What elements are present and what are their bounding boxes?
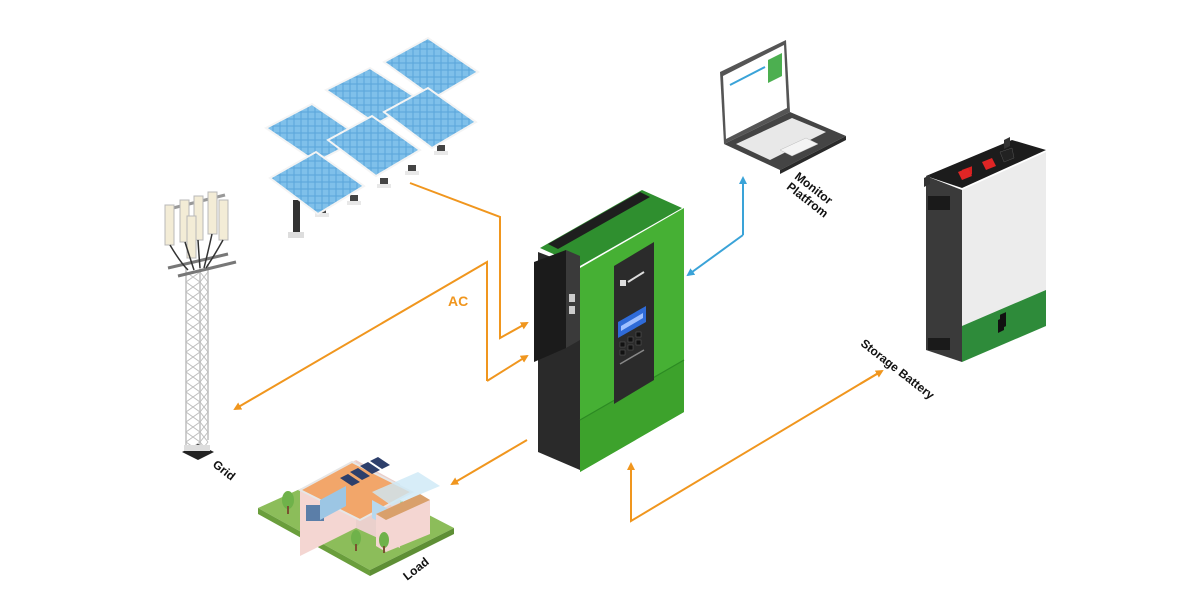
tower-brace — [185, 281, 201, 293]
tower-brace — [199, 271, 209, 283]
tower-brace — [199, 371, 209, 383]
tower-brace — [185, 371, 201, 383]
house-icon — [258, 457, 454, 576]
tower-brace — [185, 341, 201, 353]
tower-brace — [199, 331, 209, 343]
tower-brace — [199, 311, 209, 323]
inverter-to-load-line — [450, 439, 528, 486]
hybrid-inverter-icon[interactable] — [534, 190, 685, 472]
monitor-to-inverter-line — [686, 234, 744, 277]
battery-icon[interactable] — [924, 137, 1046, 362]
tower-brace — [199, 431, 209, 443]
tower-brace — [185, 421, 201, 433]
tower-brace — [199, 401, 209, 413]
tower-brace — [199, 361, 209, 373]
tower-brace — [185, 401, 201, 413]
tower-brace — [199, 321, 209, 333]
tower-brace — [185, 391, 201, 403]
tower-brace — [185, 301, 201, 313]
solar-panel-array-icon — [264, 36, 480, 238]
ac-return-line — [486, 354, 529, 382]
inverter-logo — [620, 271, 645, 286]
ac-label: AC — [448, 293, 469, 309]
tower-brace — [185, 321, 201, 333]
tower-brace — [199, 351, 209, 363]
tower-brace — [185, 411, 201, 423]
battery-arrow-head — [859, 369, 884, 385]
solar-to-inverter-line — [409, 182, 529, 340]
battery-to-inverter-line — [627, 371, 881, 523]
tower-brace — [185, 271, 201, 283]
tower-brace — [199, 391, 209, 403]
tower-brace — [199, 411, 209, 423]
laptop-icon[interactable] — [720, 40, 846, 174]
tower-brace — [185, 381, 201, 393]
tower-brace — [185, 361, 201, 373]
cell-tower-icon — [164, 191, 237, 460]
tower-brace — [185, 331, 201, 343]
tower-brace — [199, 381, 209, 393]
tower-brace — [199, 341, 209, 353]
grid-to-inverter-line — [233, 260, 488, 411]
tower-brace — [199, 291, 209, 303]
tower-brace — [185, 431, 201, 443]
tower-brace — [185, 351, 201, 363]
tower-brace — [199, 421, 209, 433]
tower-brace — [185, 291, 201, 303]
tower-brace — [199, 301, 209, 313]
tower-brace — [199, 281, 209, 293]
tower-brace — [185, 311, 201, 323]
